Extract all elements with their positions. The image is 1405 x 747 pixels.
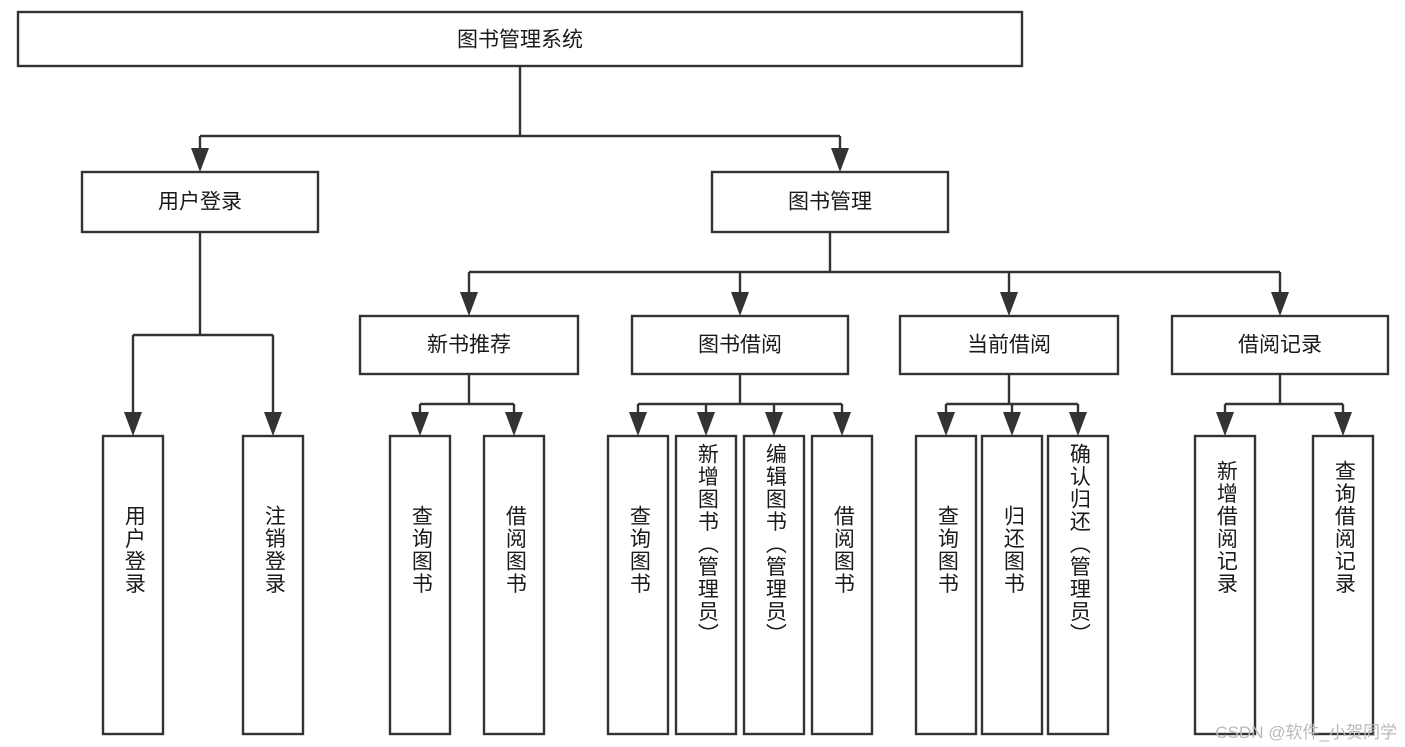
level2-label-book-management: 图书管理 — [788, 191, 872, 214]
node-book-management[interactable] — [710, 170, 950, 234]
leaf-box-current-borrow-0[interactable] — [914, 434, 978, 736]
node-root-system[interactable] — [16, 10, 1024, 68]
leaf-box-borrow-record-0[interactable] — [1193, 434, 1257, 736]
level3-label-book-borrow: 图书借阅 — [698, 334, 782, 357]
level3-label-new-book-recommend: 新书推荐 — [427, 334, 511, 357]
leaf-box-book-borrow-1[interactable] — [674, 434, 738, 736]
connector-newbook-to-leaves — [411, 374, 523, 436]
leaf-box-book-borrow-2[interactable] — [742, 434, 806, 736]
node-user-login[interactable] — [80, 170, 320, 234]
root-label: 图书管理系统 — [457, 29, 583, 52]
leaf-box-book-borrow-0[interactable] — [606, 434, 670, 736]
leaf-box-borrow-record-1[interactable] — [1311, 434, 1375, 736]
leaf-box-new-book-1[interactable] — [482, 434, 546, 736]
csdn-watermark: CSDN @软件_小贺同学 — [1215, 723, 1397, 742]
connector-root-to-level2 — [191, 66, 849, 172]
connector-currentborrow-to-leaves — [937, 374, 1087, 436]
leaf-box-new-book-0[interactable] — [388, 434, 452, 736]
connector-userlogin-to-leaves — [124, 232, 282, 436]
node-borrow-record[interactable] — [1170, 314, 1390, 376]
node-book-borrow[interactable] — [630, 314, 850, 376]
leaf-box-current-borrow-2[interactable] — [1046, 434, 1110, 736]
leaf-box-user-login-1[interactable] — [241, 434, 305, 736]
connector-bookmgmt-to-level3 — [460, 232, 1289, 316]
leaf-box-current-borrow-1[interactable] — [980, 434, 1044, 736]
connector-bookborrow-to-leaves — [629, 374, 851, 436]
level3-label-borrow-record: 借阅记录 — [1238, 334, 1322, 357]
leaf-box-user-login-0[interactable] — [101, 434, 165, 736]
level3-label-current-borrow: 当前借阅 — [967, 334, 1051, 357]
level2-label-user-login: 用户登录 — [158, 191, 242, 214]
leaf-box-book-borrow-3[interactable] — [810, 434, 874, 736]
connector-borrowrecord-to-leaves — [1216, 374, 1352, 436]
